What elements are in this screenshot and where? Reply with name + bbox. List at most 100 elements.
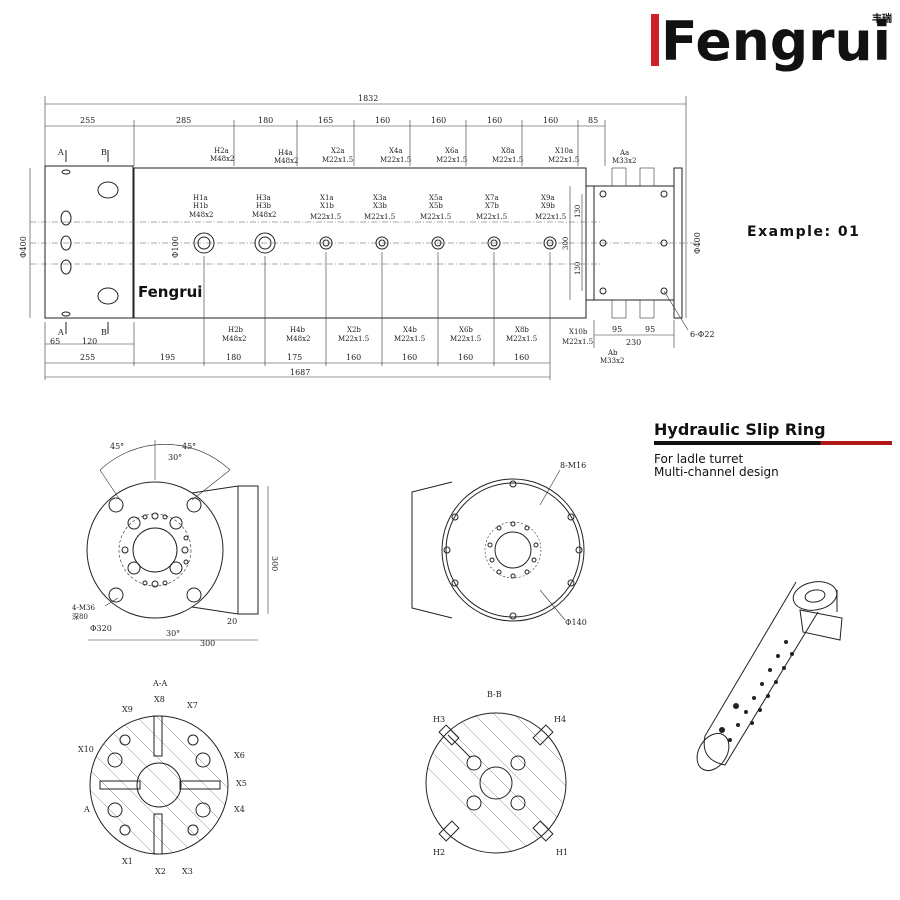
dim-right-2: 230	[626, 338, 641, 347]
svg-text:X1b: X1b	[320, 202, 334, 210]
example-label: Example: 01	[747, 224, 861, 240]
bb-label-h3: H3	[433, 715, 445, 724]
mid-port-labels: H1a H1b M48x2 H3a H3b M48x2 X1a X1b M22x…	[189, 194, 566, 221]
product-line-2: Multi-channel design	[654, 465, 779, 479]
svg-text:M22x1.5: M22x1.5	[436, 156, 467, 164]
logo-text: Fengrui	[661, 10, 891, 73]
port-aa: Aa	[619, 149, 629, 157]
svg-text:X4b: X4b	[403, 326, 417, 334]
svg-text:X9a: X9a	[541, 194, 555, 202]
dim-top-4: 160	[375, 116, 390, 125]
svg-text:H2b: H2b	[228, 326, 244, 334]
dim-right-holes: 6-Φ22	[690, 330, 715, 339]
dim-bottom-6: 160	[458, 353, 473, 362]
note-m16: 8-M16	[560, 461, 586, 470]
dim-right-0: 95	[612, 325, 622, 334]
top-segment-dims: 255 285 180 165 160 160 160 160 85	[80, 116, 606, 166]
svg-text:M22x1.5: M22x1.5	[322, 156, 353, 164]
svg-text:M48x2: M48x2	[252, 211, 276, 219]
svg-text:H1b: H1b	[193, 202, 209, 210]
svg-text:X7b: X7b	[485, 202, 499, 210]
dim-diameter-right: Φ400	[693, 232, 702, 254]
section-marker-a-bottom: A	[57, 328, 64, 337]
aa-label-x9: X9	[122, 705, 133, 714]
svg-text:M22x1.5: M22x1.5	[492, 156, 523, 164]
aa-label-x1: X1	[122, 857, 133, 866]
dim-top-0: 255	[80, 116, 95, 125]
svg-text:X5a: X5a	[429, 194, 443, 202]
port-x8a: X8a	[501, 147, 515, 155]
left-dim-0: 300	[270, 556, 279, 571]
port-x10a: X10a	[555, 147, 573, 155]
title-underline	[654, 441, 892, 445]
port-h4a: H4a	[278, 149, 293, 157]
dim-top-7: 160	[543, 116, 558, 125]
port-h2a: H2a	[214, 147, 229, 155]
dim-vertical-1: 300	[562, 237, 570, 250]
note-depth: 深80	[72, 612, 88, 621]
svg-text:M22x1.5: M22x1.5	[364, 213, 395, 221]
aa-label-x3: X3	[182, 867, 193, 876]
dim-left-1: 120	[82, 337, 97, 346]
section-bb-title: B-B	[487, 690, 502, 699]
note-d140: Φ140	[565, 618, 587, 627]
dim-top-1: 285	[176, 116, 191, 125]
dim-total-top: 1832	[358, 94, 378, 103]
svg-text:M33x2: M33x2	[600, 357, 624, 365]
left-housing	[44, 165, 134, 319]
aa-label-x6: X6	[234, 751, 245, 760]
port-x2a: X2a	[331, 147, 345, 155]
dim-bottom-3: 175	[287, 353, 302, 362]
section-marker-b-bottom: B	[101, 328, 107, 337]
isometric-view	[696, 581, 843, 772]
dim-top-8: 85	[588, 116, 598, 125]
angle-label-1: 45°	[182, 442, 196, 451]
left-dim-2: 300	[200, 639, 215, 648]
port-x4a: X4a	[389, 147, 403, 155]
svg-text:Ab: Ab	[607, 349, 618, 357]
svg-text:X3b: X3b	[373, 202, 387, 210]
svg-text:M22x1.5: M22x1.5	[380, 156, 411, 164]
svg-text:M22x1.5: M22x1.5	[420, 213, 451, 221]
dim-top-5: 160	[431, 116, 446, 125]
aa-label-x8: X8	[154, 695, 165, 704]
aa-label-x7: X7	[187, 701, 198, 710]
left-dim-1: 20	[227, 617, 237, 626]
svg-text:X6b: X6b	[459, 326, 473, 334]
svg-text:M22x1.5: M22x1.5	[310, 213, 341, 221]
svg-text:M22x1.5: M22x1.5	[506, 335, 537, 343]
svg-text:X8b: X8b	[515, 326, 529, 334]
section-marker-a-top: A	[57, 148, 64, 157]
svg-text:X9b: X9b	[541, 202, 555, 210]
svg-text:H3b: H3b	[256, 202, 272, 210]
svg-text:X10b: X10b	[569, 328, 588, 336]
svg-text:X1a: X1a	[320, 194, 334, 202]
aa-label-x5: X5	[236, 779, 247, 788]
svg-text:M22x1.5: M22x1.5	[548, 156, 579, 164]
bb-label-h2: H2	[433, 848, 445, 857]
body-brand-label: Fengrui	[138, 283, 202, 301]
svg-text:M33x2: M33x2	[612, 157, 636, 165]
dim-vertical-0: 130	[574, 205, 582, 218]
svg-text:H4b: H4b	[290, 326, 306, 334]
dim-top-3: 165	[318, 116, 333, 125]
dim-vertical-2: 130	[574, 262, 582, 275]
top-port-labels: H2a M48x2 H4a M48x2 X2a M22x1.5 X4a M22x…	[210, 147, 636, 165]
aa-label-x4: X4	[234, 805, 245, 814]
aa-label-a: A	[83, 805, 90, 814]
bb-label-h4: H4	[554, 715, 566, 724]
svg-text:M22x1.5: M22x1.5	[450, 335, 481, 343]
dim-total-bottom: 1687	[290, 368, 310, 377]
svg-text:M48x2: M48x2	[210, 155, 234, 163]
svg-text:M22x1.5: M22x1.5	[394, 335, 425, 343]
brand-logo: Fengrui 丰瑞	[651, 10, 892, 73]
bottom-port-labels: H2b M48x2 H4b M48x2 X2b M22x1.5 X4b M22x…	[222, 326, 624, 365]
aa-label-x2: X2	[155, 867, 166, 876]
left-end-view: 45° 45° 30° 30° 300 20 300 4-M36 深80 Φ32…	[72, 440, 279, 648]
dim-bottom-1: 195	[160, 353, 175, 362]
dim-top-6: 160	[487, 116, 502, 125]
dim-top-2: 180	[258, 116, 273, 125]
note-bolts: 4-M36	[72, 604, 95, 612]
svg-text:H1a: H1a	[193, 194, 208, 202]
